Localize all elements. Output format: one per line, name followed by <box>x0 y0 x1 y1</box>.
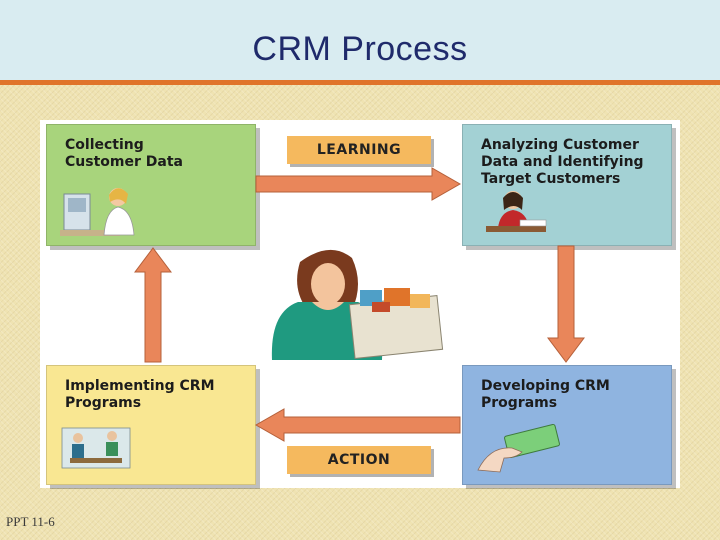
analyzing-box: Analyzing Customer Data and Identifying … <box>462 124 672 246</box>
implementing-label-line1: Implementing CRM <box>65 378 215 394</box>
arrow-up-icon <box>134 247 172 363</box>
developing-label-line2: Programs <box>481 395 558 411</box>
arrow-down-icon <box>547 245 585 363</box>
collecting-label-line2: Customer Data <box>65 154 183 170</box>
woman-at-desk-icon <box>486 191 547 232</box>
developing-label: Developing CRM Programs <box>481 378 661 412</box>
implementing-label-line2: Programs <box>65 395 142 411</box>
hand-with-card-icon <box>477 423 560 473</box>
analyzing-label: Analyzing Customer Data and Identifying … <box>481 137 661 188</box>
slide-footer: PPT 11-6 <box>6 514 55 529</box>
collecting-label-line1: Collecting <box>65 137 144 153</box>
people-at-table-icon <box>61 427 131 469</box>
collecting-label: Collecting Customer Data <box>65 137 245 171</box>
implementing-label: Implementing CRM Programs <box>65 378 245 412</box>
developing-label-line1: Developing CRM <box>481 378 610 394</box>
action-tag: ACTION <box>287 446 431 474</box>
analyzing-label-line2: Data and Identifying <box>481 154 644 170</box>
analyzing-label-line1: Analyzing Customer <box>481 137 639 153</box>
arrow-right-icon <box>255 167 462 201</box>
arrow-left-icon <box>254 408 461 442</box>
woman-on-phone-icon <box>60 188 135 236</box>
slide-title: CRM Process <box>252 30 468 68</box>
woman-with-box-icon <box>271 249 444 360</box>
analyzing-label-line3: Target Customers <box>481 171 621 187</box>
header-rule <box>0 80 720 85</box>
header-band <box>0 0 720 80</box>
learning-tag: LEARNING <box>287 136 431 164</box>
